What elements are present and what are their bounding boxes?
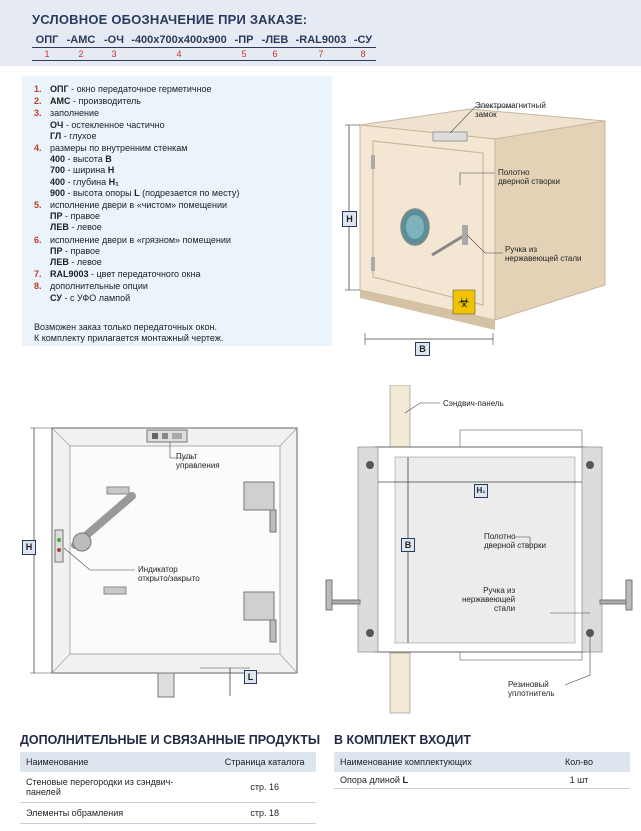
pass-box-illustration: ☣ (345, 106, 606, 345)
table-row: Стеновые перегородки из сэндвич-панелей … (20, 772, 316, 803)
indicator-icon (54, 529, 64, 563)
hinge-icon (243, 481, 275, 511)
front-dim-l-label: L (244, 670, 257, 684)
products-title: ДОПОЛНИТЕЛЬНЫЕ И СВЯЗАННЫЕ ПРОДУКТЫ (20, 733, 321, 747)
table-header-row: Наименование комплектующих Кол-во (334, 752, 630, 772)
legend-item: 6.исполнение двери в «грязном» помещении… (34, 234, 231, 268)
legend-panel (22, 76, 332, 346)
products-table: Наименование Страница каталога Стеновые … (20, 752, 316, 824)
section-dim-h1-label: Н₁ (474, 484, 488, 498)
lock-icon (432, 131, 468, 142)
legend-list: 1.ОПГ - окно передаточное герметичное 2.… (34, 84, 324, 305)
legend-item: 3.заполнение ОЧ - остекленное частично Г… (34, 108, 165, 141)
kit-table: Наименование комплектующих Кол-во Опора … (334, 752, 630, 789)
section-drawing (325, 385, 633, 714)
handle-icon (431, 233, 466, 257)
biohazard-icon (452, 289, 476, 315)
front-view-drawing (30, 427, 298, 698)
sandwich-callout: Сэндвич-панель (443, 399, 504, 408)
support-leg (157, 672, 175, 698)
legend-item: 5.исполнение двери в «чистом» помещении … (34, 200, 228, 233)
legend-item: 2.АМС - производитель (34, 96, 141, 107)
dim-h-label: Н (342, 211, 357, 227)
legend-item: 4.размеры по внутренним стенкам 400 - вы… (34, 143, 240, 198)
legend-item: 8.дополнительные опции СУ - с УФО лампой (34, 281, 148, 303)
legend-item: 1.ОПГ - окно передаточное герметичное (34, 84, 212, 94)
svg-text:☣: ☣ (458, 295, 471, 311)
hinge-icon (243, 591, 275, 621)
order-code-title: УСЛОВНОЕ ОБОЗНАЧЕНИЕ ПРИ ЗАКАЗЕ: (32, 12, 308, 27)
dim-b-label: В (415, 342, 430, 356)
legend-item: 7.RAL9003 - цвет передаточного окна (34, 269, 201, 280)
table-row: Опора длиной L 1 шт (334, 772, 630, 789)
table-header-row: Наименование Страница каталога (20, 752, 316, 772)
front-dim-h-label: Н (22, 540, 36, 555)
table-row: Элементы обрамления стр. 18 (20, 802, 316, 824)
kit-title: В КОМПЛЕКТ ВХОДИТ (334, 733, 472, 747)
order-note: Возможен заказ только передаточных окон.… (34, 322, 224, 343)
section-dim-b-label: В (401, 538, 415, 552)
